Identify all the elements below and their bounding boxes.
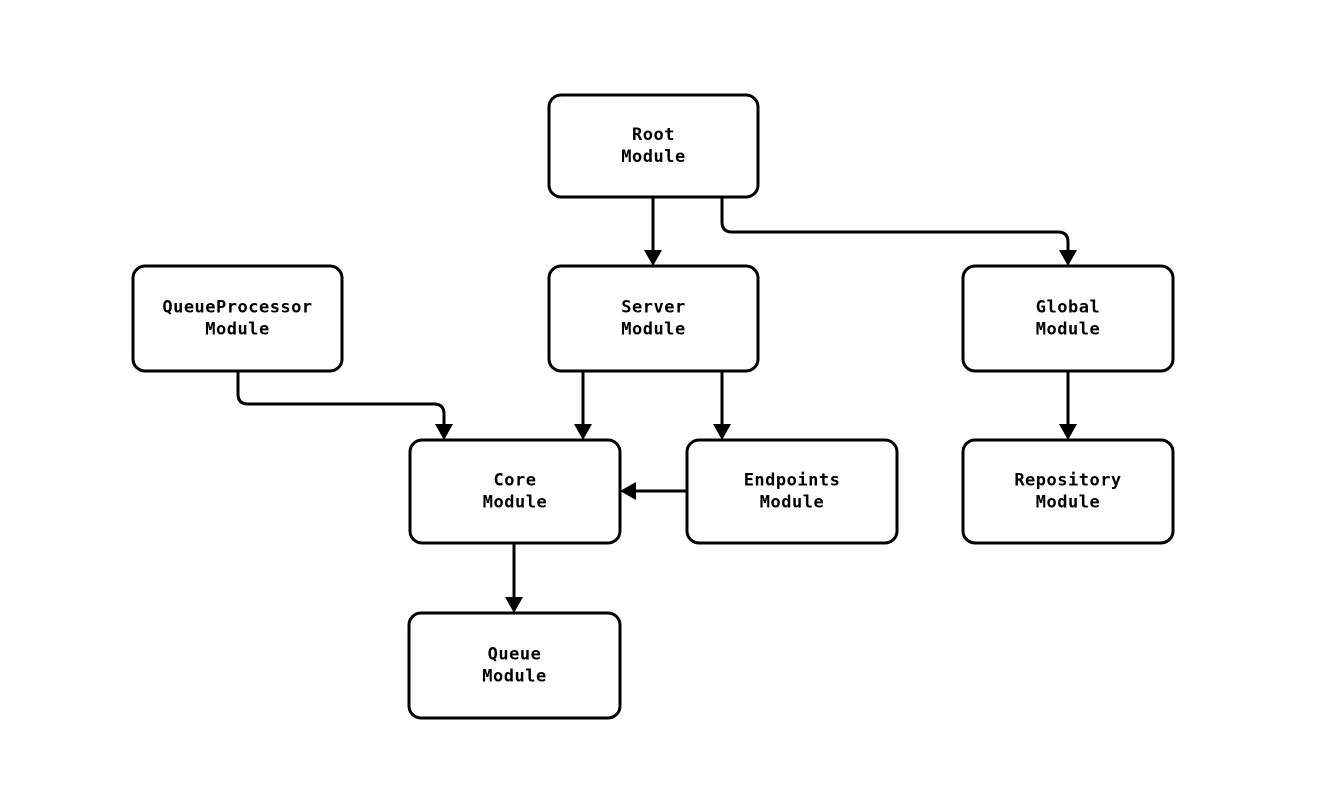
edge-endpoints-to-core-arrowhead	[620, 482, 636, 500]
edge-queueprocessor-to-core-arrowhead	[435, 424, 453, 440]
edge-server-to-core	[574, 371, 592, 440]
repository-module-node-label-line2: Module	[1036, 493, 1100, 513]
core-module-node-label-line2: Module	[483, 493, 547, 513]
endpoints-module-node-box[interactable]	[685, 438, 899, 545]
edge-root-to-global-arrowhead	[1059, 250, 1077, 266]
edge-root-to-server-arrowhead	[644, 250, 662, 266]
root-module-node-label-line2: Module	[621, 147, 685, 167]
edge-core-to-queue	[505, 543, 523, 613]
repository-module-node-label-line1: Repository	[1014, 471, 1121, 491]
edge-root-to-global-line	[720, 197, 1070, 252]
root-module-node-label-line1: Root	[632, 125, 675, 145]
global-module-node-box[interactable]	[961, 264, 1175, 373]
edge-core-to-queue-arrowhead	[505, 597, 523, 613]
queueprocessor-module-node-box[interactable]	[131, 264, 344, 373]
global-module-node-label-line2: Module	[1036, 320, 1100, 340]
edge-global-to-repository-arrowhead	[1059, 424, 1077, 440]
queueprocessor-module-node-label-line2: Module	[205, 320, 269, 340]
server-module-node-label-line2: Module	[621, 320, 685, 340]
edge-server-to-endpoints	[713, 371, 731, 440]
edges-layer	[236, 197, 1077, 613]
server-module-node-box[interactable]	[547, 264, 760, 373]
core-module-node-label-line1: Core	[494, 471, 537, 491]
edge-server-to-core-arrowhead	[574, 424, 592, 440]
edge-root-to-global	[720, 197, 1077, 266]
queue-module-node-label-line1: Queue	[488, 645, 542, 665]
queue-module-node-box[interactable]	[407, 611, 622, 720]
edge-queueprocessor-to-core	[236, 371, 453, 440]
queueprocessor-module-node-label-line1: QueueProcessor	[162, 298, 312, 318]
edge-server-to-endpoints-arrowhead	[713, 424, 731, 440]
edge-queueprocessor-to-core-line	[236, 371, 446, 426]
endpoints-module-node-label-line2: Module	[760, 493, 824, 513]
edge-endpoints-to-core	[620, 482, 687, 500]
global-module-node-label-line1: Global	[1036, 298, 1100, 318]
nodes-layer: RootModuleQueueProcessorModuleServerModu…	[131, 93, 1175, 720]
root-module-node-box[interactable]	[547, 93, 760, 199]
server-module-node-label-line1: Server	[621, 298, 685, 318]
endpoints-module-node-label-line1: Endpoints	[744, 471, 841, 491]
core-module-node-box[interactable]	[408, 438, 622, 545]
edge-global-to-repository	[1059, 371, 1077, 440]
queue-module-node-label-line2: Module	[482, 667, 546, 687]
repository-module-node-box[interactable]	[961, 438, 1175, 545]
edge-root-to-server	[644, 197, 662, 266]
